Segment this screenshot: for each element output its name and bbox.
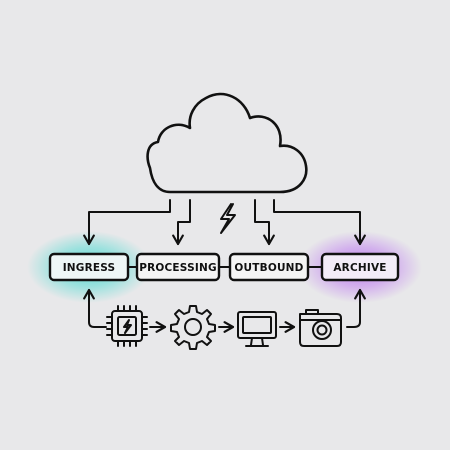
cloud-icon bbox=[146, 92, 308, 194]
connector-cloud-processing bbox=[172, 199, 191, 246]
processing-label: PROCESSING bbox=[139, 262, 217, 274]
gear-icon bbox=[170, 305, 216, 350]
ingress-label: INGRESS bbox=[63, 262, 116, 274]
connector-cloud-outbound bbox=[254, 199, 275, 246]
connector-loop-ingress bbox=[83, 288, 107, 328]
monitor-icon bbox=[237, 311, 277, 347]
cpu-chip-icon bbox=[106, 305, 148, 347]
archive-label: ARCHIVE bbox=[333, 262, 386, 274]
connector-cloud-ingress bbox=[83, 199, 171, 246]
connector-loop-archive bbox=[346, 288, 366, 328]
camera-icon bbox=[299, 309, 342, 347]
connector-cloud-archive bbox=[273, 199, 366, 246]
outbound-label: OUTBOUND bbox=[234, 262, 303, 274]
lightning-icon bbox=[220, 203, 236, 234]
